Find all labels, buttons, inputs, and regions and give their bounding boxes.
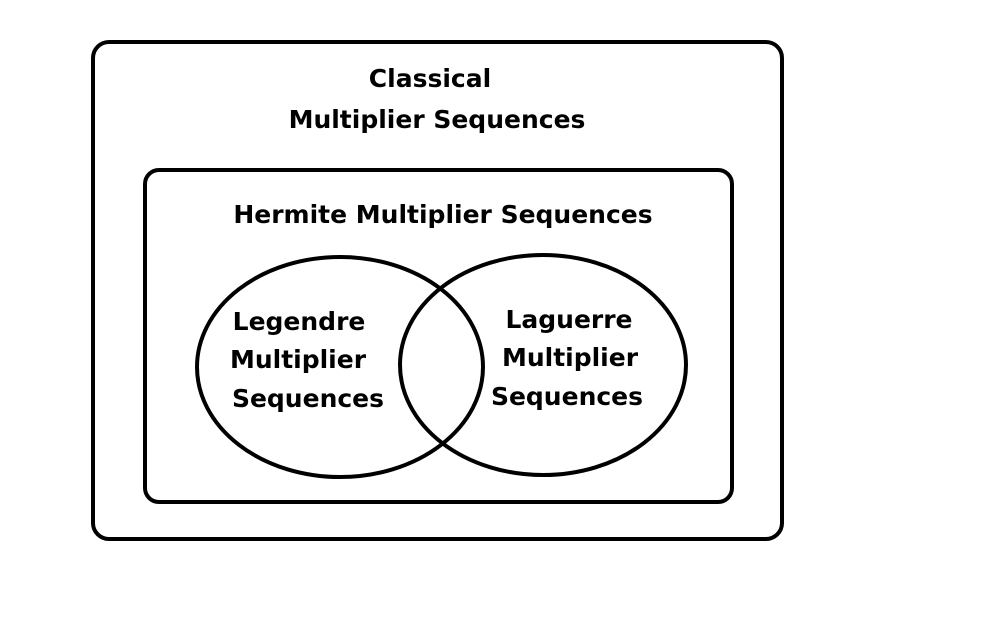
legendre-label-line3: Sequences xyxy=(232,384,384,413)
laguerre-label-line3: Sequences xyxy=(491,382,643,411)
classical-title-line2: Multiplier Sequences xyxy=(289,105,586,134)
laguerre-set-ellipse xyxy=(398,253,688,477)
classical-set-box xyxy=(91,40,784,541)
legendre-label-line1: Legendre xyxy=(233,307,366,336)
laguerre-label-line2: Multiplier xyxy=(502,343,639,372)
legendre-set-ellipse xyxy=(195,255,485,479)
hermite-title: Hermite Multiplier Sequences xyxy=(233,200,652,229)
classical-title-line1: Classical xyxy=(369,64,491,93)
hermite-set-box xyxy=(143,168,734,504)
legendre-label-line2: Multiplier xyxy=(230,345,367,374)
laguerre-label-line1: Laguerre xyxy=(505,305,632,334)
